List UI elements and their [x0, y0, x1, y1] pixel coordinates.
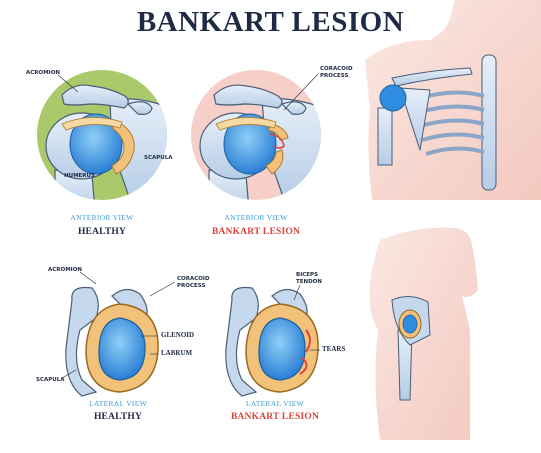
caption-anterior-healthy: HEALTHY	[77, 227, 127, 237]
label-acromion-lateral: ACROMION	[48, 267, 83, 273]
label-humerus: HUMERUS	[64, 173, 95, 179]
torso-skeleton-illustration	[365, 0, 541, 200]
view-label-lateral-lesion: LATERAL VIEW	[246, 399, 304, 408]
caption-lateral-lesion: BANKART LESION	[230, 412, 320, 422]
view-label-anterior-lesion: ANTERIOR VIEW	[224, 213, 288, 222]
anterior-healthy-illustration	[37, 70, 167, 200]
label-coracoid-lateral-line2: PROCESS	[177, 282, 206, 289]
caption-anterior-lesion: BANKART LESION	[211, 227, 301, 237]
anterior-lesion-illustration	[191, 70, 321, 200]
label-coracoid-lateral-line1: CORACOID	[177, 276, 210, 282]
label-coracoid-lateral: CORACOID PROCESS	[177, 276, 210, 289]
label-coracoid-line2: PROCESS	[320, 72, 349, 79]
view-label-lateral-healthy: LATERAL VIEW	[89, 399, 147, 408]
label-scapula-lateral: SCAPULA	[36, 377, 65, 383]
coracoid-leader	[283, 73, 319, 111]
label-biceps-tendon: BICEPS TENDON	[296, 272, 322, 285]
label-labrum: LABRUM	[161, 349, 193, 357]
acromion-leader	[57, 74, 79, 93]
label-acromion-anterior: ACROMION	[26, 70, 61, 76]
label-tears: TEARS	[322, 345, 346, 353]
label-glenoid: GLENOID	[161, 331, 195, 339]
caption-lateral-healthy: HEALTHY	[93, 412, 143, 422]
label-scapula-anterior: SCAPULA	[144, 155, 173, 161]
label-coracoid-line1: CORACOID	[320, 66, 353, 72]
lateral-healthy-illustration	[61, 271, 176, 397]
lateral-lesion-illustration	[225, 284, 320, 397]
view-label-anterior-healthy: ANTERIOR VIEW	[70, 213, 134, 222]
label-coracoid-anterior: CORACOID PROCESS	[320, 66, 353, 79]
label-biceps-line2: TENDON	[296, 278, 322, 285]
page-title: BANKART LESION	[136, 6, 405, 38]
label-biceps-line1: BICEPS	[296, 272, 319, 278]
side-body-illustration	[369, 227, 478, 440]
